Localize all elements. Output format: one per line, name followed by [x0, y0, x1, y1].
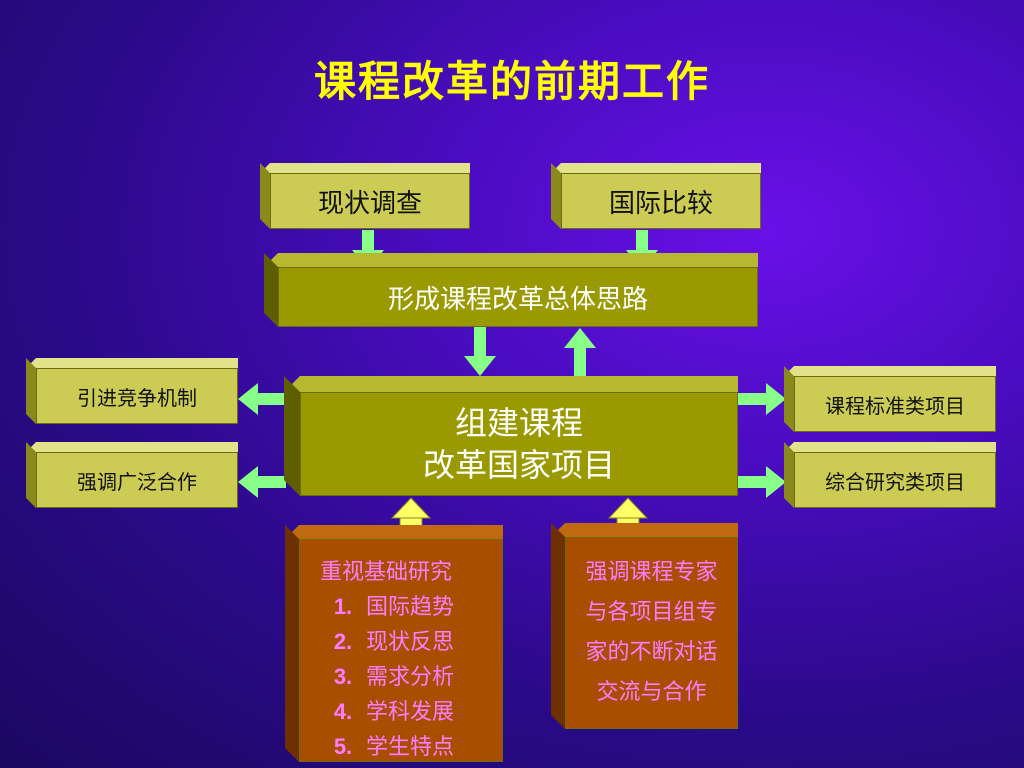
cooperation-box: 强调广泛合作 [26, 442, 238, 508]
expert-dialogue-face: 强调课程专家 与各项目组专 家的不断对话 交流与合作 [565, 537, 738, 729]
competition-label: 引进竞争机制 [36, 368, 238, 424]
comprehensive-research-label: 综合研究类项目 [794, 452, 996, 508]
national-project-box: 组建课程 改革国家项目 [284, 376, 738, 496]
survey-box: 现状调查 [260, 163, 470, 229]
competition-box: 引进竞争机制 [26, 358, 238, 424]
arrow-right-top [738, 383, 786, 415]
arrow-left-bottom [238, 466, 286, 498]
national-project-line1: 组建课程 [454, 404, 583, 442]
basic-research-box: 重视基础研究 1.国际趋势 2.现状反思 3.需求分析 4.学科发展 5.学生特… [285, 525, 503, 762]
comprehensive-research-box: 综合研究类项目 [784, 442, 996, 508]
compare-label: 国际比较 [561, 173, 761, 229]
list-item: 5.学生特点 [333, 734, 455, 760]
dialogue-line: 交流与合作 [596, 680, 707, 705]
basic-research-heading: 重视基础研究 [320, 560, 453, 585]
arrow-core-up [564, 328, 596, 376]
list-item: 4.学科发展 [333, 699, 455, 725]
cooperation-label: 强调广泛合作 [36, 452, 238, 508]
compare-box: 国际比较 [551, 163, 761, 229]
dialogue-line: 与各项目组专 [585, 600, 718, 625]
dialogue-line: 家的不断对话 [585, 640, 718, 665]
list-item: 2.现状反思 [333, 629, 455, 655]
national-project-face: 组建课程 改革国家项目 [300, 392, 738, 496]
expert-dialogue-box: 强调课程专家 与各项目组专 家的不断对话 交流与合作 [551, 523, 738, 729]
list-item: 3.需求分析 [333, 664, 455, 690]
arrow-right-bottom [738, 466, 786, 498]
survey-label: 现状调查 [270, 173, 470, 229]
basic-research-face: 重视基础研究 1.国际趋势 2.现状反思 3.需求分析 4.学科发展 5.学生特… [299, 539, 503, 762]
overall-idea-label: 形成课程改革总体思路 [278, 267, 758, 327]
list-item: 1.国际趋势 [333, 594, 455, 620]
arrow-overall-down [464, 326, 496, 376]
overall-idea-box: 形成课程改革总体思路 [264, 253, 758, 327]
dialogue-line: 强调课程专家 [585, 560, 718, 585]
curriculum-standard-box: 课程标准类项目 [784, 366, 996, 432]
arrow-left-top [238, 383, 286, 415]
curriculum-standard-label: 课程标准类项目 [794, 376, 996, 432]
national-project-line2: 改革国家项目 [422, 446, 615, 484]
page-title: 课程改革的前期工作 [313, 57, 710, 106]
